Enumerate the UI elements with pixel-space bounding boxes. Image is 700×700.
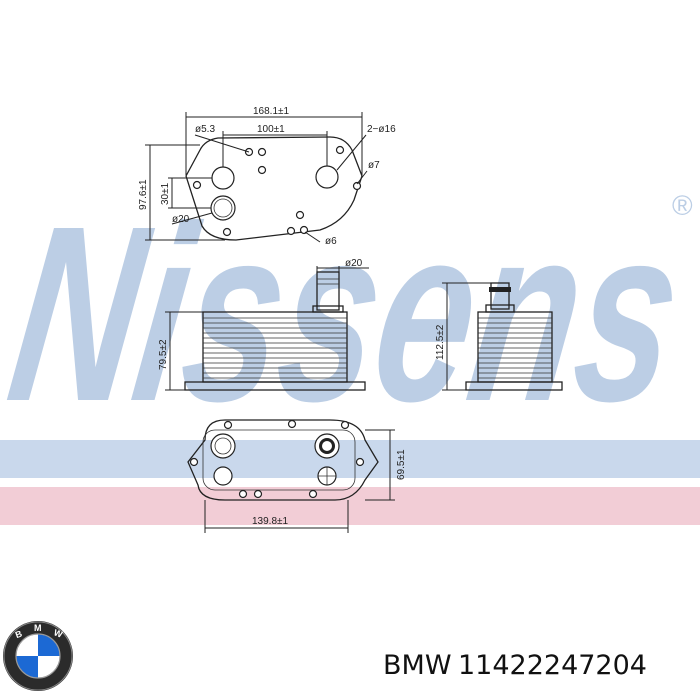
base-hole-7 xyxy=(253,489,263,499)
hole-g xyxy=(295,210,305,220)
dim-top-width: 168.1±1 xyxy=(253,106,290,117)
dim-base-height: 69.5±1 xyxy=(396,449,407,480)
dim-port: ø20 xyxy=(172,214,190,225)
side-view: 112.5±2 xyxy=(435,282,563,391)
side-base-plate xyxy=(465,381,563,391)
brand-name: BMW xyxy=(383,650,452,681)
hole-c xyxy=(257,165,267,175)
registered-mark: ® xyxy=(672,190,693,221)
port-upper-left xyxy=(211,166,235,190)
front-base-plate xyxy=(184,381,366,391)
dim-height-top: 97.6±1 xyxy=(138,179,149,210)
top-view: 168.1±1 100±1 ø5.3 2−ø16 ø7 97.6±1 30±1 … xyxy=(138,106,396,247)
nissens-watermark: Nissens ® xyxy=(0,175,695,454)
base-hole-2 xyxy=(287,419,297,429)
svg-text:B: B xyxy=(14,628,24,640)
hole-j xyxy=(222,227,232,237)
base-hole-3 xyxy=(340,420,350,430)
dim-body-height: 79.5±2 xyxy=(158,339,169,370)
front-spigot xyxy=(316,271,340,311)
base-hole-8 xyxy=(308,489,318,499)
dim-hole-small: ø5.3 xyxy=(195,124,215,135)
base-hole-1 xyxy=(223,420,233,430)
dim-base-width: 139.8±1 xyxy=(252,516,289,527)
dim-side-height: 112.5±2 xyxy=(435,324,446,360)
bmw-logo: B M W xyxy=(3,621,73,691)
front-fins xyxy=(203,317,347,379)
blue-band xyxy=(0,440,700,478)
base-port-bl xyxy=(213,466,233,486)
port-lower-left xyxy=(210,195,236,221)
port-upper-right xyxy=(315,165,339,189)
port-lower-left-inner xyxy=(213,198,233,218)
base-outline xyxy=(187,419,379,501)
base-hole-5 xyxy=(355,457,365,467)
svg-text:W: W xyxy=(52,627,64,639)
dim-two-holes: 2−ø16 xyxy=(367,124,396,135)
watermark-text: Nissens xyxy=(0,175,695,454)
dim-spigot: ø20 xyxy=(345,258,363,269)
hole-d xyxy=(192,180,202,190)
pink-band xyxy=(0,487,700,525)
base-port-tl xyxy=(210,433,236,459)
part-number: 11422247204 xyxy=(458,650,647,681)
side-spigot xyxy=(490,282,510,310)
hole-f xyxy=(352,181,362,191)
hole-e xyxy=(335,145,345,155)
base-hole-6 xyxy=(238,489,248,499)
dim-hole-7: ø7 xyxy=(368,160,380,171)
dim-hole-spacing: 100±1 xyxy=(257,124,285,135)
front-view: ø20 79.5±2 xyxy=(158,258,369,391)
dim-hole-6: ø6 xyxy=(325,236,337,247)
side-fins xyxy=(478,317,552,379)
hole-b xyxy=(257,147,267,157)
hole-h xyxy=(286,226,296,236)
hole-i xyxy=(299,225,309,235)
base-hole-4 xyxy=(189,457,199,467)
base-inner-outline xyxy=(202,429,356,491)
dim-vertical-spacing: 30±1 xyxy=(160,182,171,205)
svg-text:M: M xyxy=(34,623,42,633)
bottom-view: 69.5±1 139.8±1 xyxy=(187,419,407,533)
